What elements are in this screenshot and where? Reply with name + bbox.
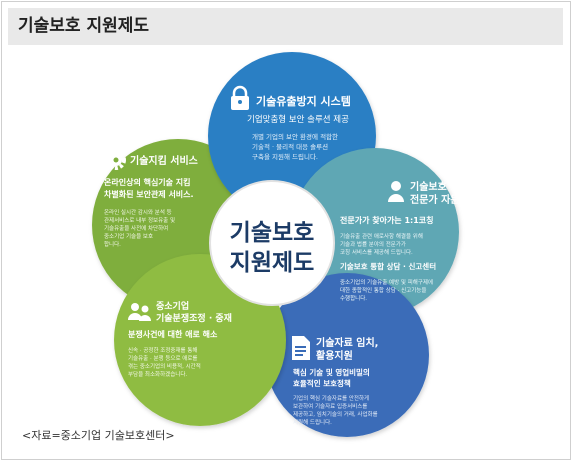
- center-line1: 기술보호: [230, 220, 315, 246]
- expert-body2-3: 수행합니다.: [340, 294, 367, 302]
- person-icon: [388, 181, 404, 202]
- escrow-body-4: 지원해 드립니다.: [293, 418, 332, 426]
- escrow-body-1: 기업의 핵심 기술자료를 안전하게: [293, 394, 369, 402]
- leak-body-3: 구축을 지원해 드립니다.: [252, 152, 318, 161]
- petal-escrow: [265, 273, 429, 437]
- escrow-subheading-2: 효율적인 보호정책: [293, 378, 351, 388]
- dispute-body-4: 부담을 최소화하겠습니다.: [128, 370, 187, 378]
- expert-subheading: 전문가가 찾아가는 1:1코칭: [340, 215, 434, 225]
- dispute-heading-2: 기술분쟁조정 · 중재: [156, 312, 232, 324]
- people-icon: [128, 303, 151, 321]
- center-circle: [209, 180, 335, 306]
- guard-body-1: 온라인 실시간 감시와 분석 등: [104, 208, 172, 216]
- petal-expert: [291, 148, 459, 316]
- leak-body-2: 기술적 · 물리적 대응 솔루션: [252, 142, 328, 151]
- expert-body-2: 기술과 법률 분야의 전문가가: [340, 240, 406, 248]
- expert-body2-2: 대한 종합적인 통합 상담 · 신고기능을: [340, 286, 426, 294]
- leak-heading: 기술유출방지 시스템: [256, 94, 351, 108]
- escrow-body-3: 제공하고, 임치기술의 거래, 사업화를: [293, 410, 378, 418]
- dispute-body-3: 겪는 중소기업의 비용적, 시간적: [128, 362, 201, 370]
- guard-body-4: 중소기업 기술을 보호: [104, 232, 153, 240]
- escrow-heading-2: 활용지원: [316, 349, 353, 362]
- escrow-heading-1: 기술자료 임치,: [316, 336, 378, 349]
- guard-heading: 기술지킴 서비스: [130, 154, 198, 167]
- expert-body2-1: 중소기업의 기술유출 예방 및 피해구제에: [340, 278, 433, 286]
- escrow-body-2: 보관하여 기술자료 입증서비스를: [293, 402, 367, 410]
- dispute-subheading: 분쟁사건에 대한 애로 해소: [128, 329, 218, 339]
- lock-icon: [231, 85, 249, 110]
- expert-body-1: 기술유출 관련 애로사항 해결을 위해: [340, 232, 423, 240]
- center-line2: 지원제도: [230, 250, 315, 276]
- guard-body-2: 관제서비스로 내부 정보유출 및: [104, 216, 175, 224]
- escrow-subheading-1: 핵심 기술 및 영업비밀의: [293, 367, 370, 377]
- source-caption: <자료=중소기업 기술보호센터>: [22, 429, 175, 442]
- guard-body-3: 기술유출을 사전에 차단하여: [104, 224, 168, 232]
- dispute-body-1: 신속 · 공정한 조정중재를 통해: [128, 346, 197, 354]
- document-icon: [292, 336, 310, 360]
- page-title: 기술보호 지원제도: [8, 8, 563, 45]
- gear-icon: [106, 150, 126, 170]
- expert-heading-1: 기술보호: [410, 180, 447, 193]
- dispute-heading-1: 중소기업: [156, 300, 189, 312]
- expert-heading-2: 전문가 자문: [410, 193, 459, 206]
- dispute-body-2: 기술유출 · 분쟁 등으로 애로를: [128, 354, 197, 362]
- leak-subheading: 기업맞춤형 보안 솔루션 제공: [247, 114, 349, 125]
- expert-subheading2: 기술보호 통합 상담 · 신고센터: [340, 261, 436, 271]
- guard-subheading-2: 차별화된 보안관제 서비스.: [104, 189, 194, 199]
- leak-body-1: 개별 기업의 보안 환경에 적합한: [252, 132, 338, 141]
- expert-body-3: 코칭 서비스를 제공해 드립니다.: [340, 248, 413, 256]
- guard-subheading-1: 온라인상의 핵심기술 지킴: [104, 177, 191, 187]
- guard-body-5: 합니다.: [104, 240, 121, 248]
